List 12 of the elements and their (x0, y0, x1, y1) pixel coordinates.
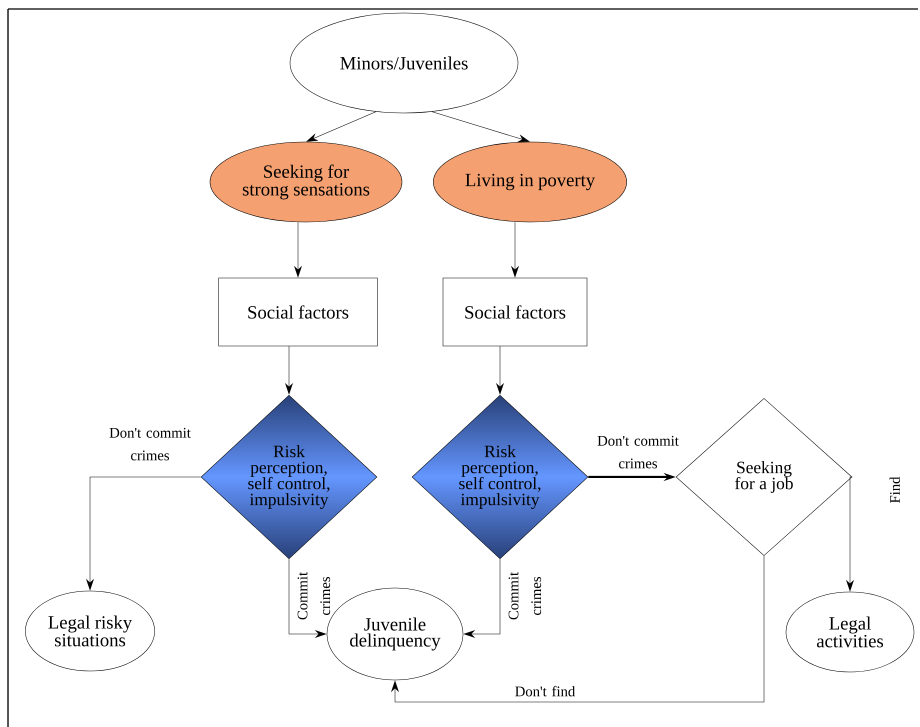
ellipse-node: Legal activities (786, 592, 914, 672)
edge-label: Commit crimes (508, 572, 542, 620)
edge-label: Don't find (515, 686, 576, 696)
ellipse-node: Minors/Juveniles (290, 12, 518, 114)
process-box: Social factors (442, 278, 588, 346)
ellipse-node: Living in poverty (433, 142, 627, 222)
ellipse-node: Legal risky situations (25, 590, 155, 672)
edge-label: Find (890, 476, 900, 504)
arrow (390, 556, 764, 702)
edge-label: Don't commit crimes (110, 428, 191, 460)
ellipse-node: Seeking for strong sensations (210, 142, 402, 222)
process-box: Social factors (218, 278, 378, 346)
